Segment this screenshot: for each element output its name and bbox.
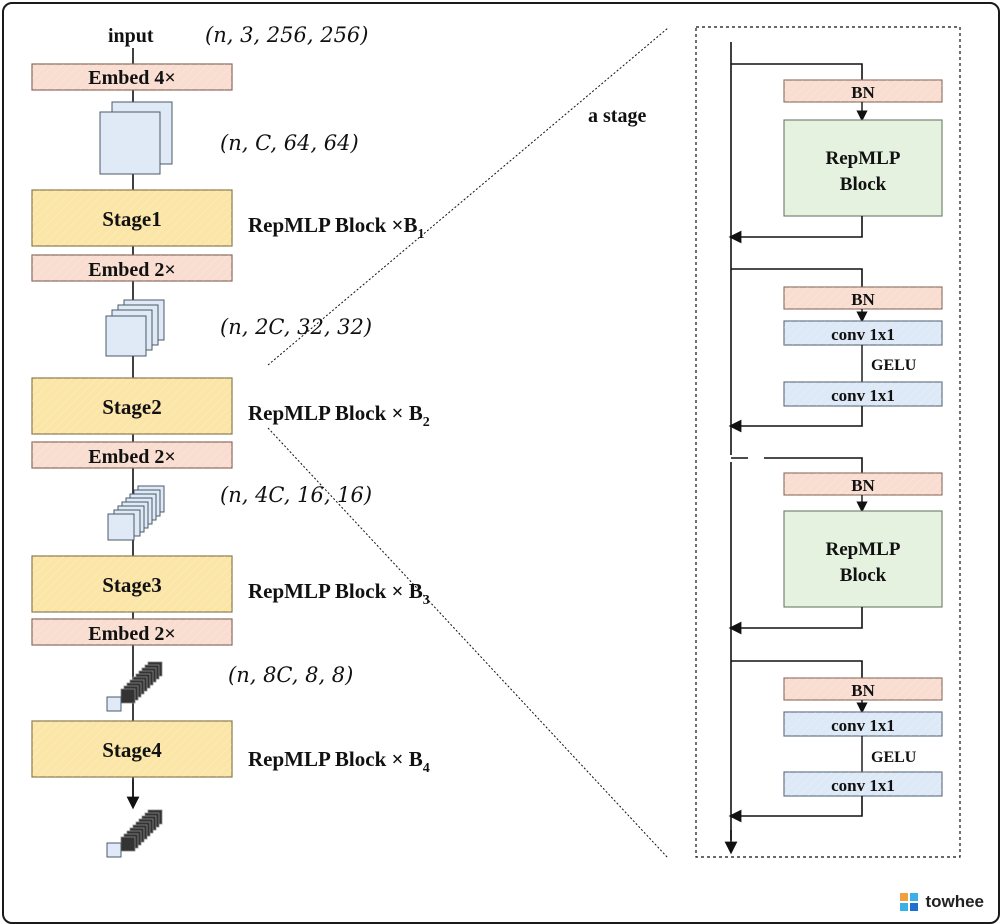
stage4-box: Stage4 — [31, 720, 233, 778]
zoom-line-top — [267, 27, 669, 366]
block4-bn-label: BN — [851, 681, 875, 700]
block2-bn-label: BN — [851, 290, 875, 309]
embed-2x-label-c: Embed 2× — [88, 623, 176, 645]
embed-4x-label: Embed 4× — [88, 67, 176, 89]
block2-ffn: BN conv 1x1 GELU conv 1x1 — [728, 268, 943, 433]
stage2-desc: RepMLP Block × B2 — [248, 401, 430, 430]
block2-conv-b-label: conv 1x1 — [831, 386, 895, 405]
shape-2: (n, 2C, 32, 32) — [220, 315, 372, 339]
embed-2x-box-b: Embed 2× — [31, 441, 233, 469]
stage-detail-frame — [695, 26, 961, 858]
feature-map-3 — [107, 485, 165, 541]
stage1-box: Stage1 — [31, 189, 233, 247]
block4-conv-a-label: conv 1x1 — [831, 716, 895, 735]
block1-repmlp-line2: Block — [840, 174, 887, 195]
block1-repmlp: BN RepMLP Block — [728, 63, 943, 244]
embed-4x-box: Embed 4× — [31, 63, 233, 91]
stage1-label: Stage1 — [102, 207, 162, 231]
block3-bn-label: BN — [851, 476, 875, 495]
input-label: input — [108, 25, 154, 47]
block3-repmlp-line1: RepMLP — [826, 539, 901, 560]
embed-2x-label-a: Embed 2× — [88, 259, 176, 281]
stage1-desc: RepMLP Block ×B1 — [248, 213, 424, 242]
block4-conv-b-label: conv 1x1 — [831, 776, 895, 795]
input-shape: (n, 3, 256, 256) — [205, 23, 369, 47]
stage3-label: Stage3 — [102, 573, 162, 597]
stage2-label: Stage2 — [102, 395, 162, 419]
block4-ffn: BN conv 1x1 GELU conv 1x1 — [728, 660, 943, 823]
stage3-desc: RepMLP Block × B3 — [248, 579, 430, 608]
towhee-logo: towhee — [899, 892, 984, 912]
block3-repmlp-line2: Block — [840, 565, 887, 586]
block1-bn-label: BN — [851, 83, 875, 102]
block2-gelu-label: GELU — [871, 357, 917, 374]
stage4-desc: RepMLP Block × B4 — [248, 747, 430, 776]
embed-2x-box-a: Embed 2× — [31, 254, 233, 282]
embed-2x-box-c: Embed 2× — [31, 618, 233, 646]
feature-map-2 — [105, 299, 165, 357]
towhee-logo-text: towhee — [925, 892, 984, 911]
feature-map-4 — [106, 661, 163, 712]
stage2-box: Stage2 — [31, 377, 233, 435]
zoom-line-bottom — [267, 427, 669, 859]
block4-gelu-label: GELU — [871, 749, 917, 766]
feature-map-1 — [99, 101, 173, 175]
shape-1: (n, C, 64, 64) — [220, 131, 359, 155]
embed-2x-label-b: Embed 2× — [88, 446, 176, 468]
stage-caption: a stage — [588, 105, 646, 127]
shape-4: (n, 8C, 8, 8) — [228, 663, 353, 687]
towhee-logo-icon — [900, 893, 919, 911]
block1-repmlp-line1: RepMLP — [826, 148, 901, 169]
output-feature-map — [106, 809, 163, 858]
block2-conv-a-label: conv 1x1 — [831, 325, 895, 344]
stage4-label: Stage4 — [102, 738, 162, 762]
stage3-box: Stage3 — [31, 555, 233, 613]
shape-3: (n, 4C, 16, 16) — [220, 483, 372, 507]
block3-repmlp: BN RepMLP Block — [728, 457, 943, 635]
